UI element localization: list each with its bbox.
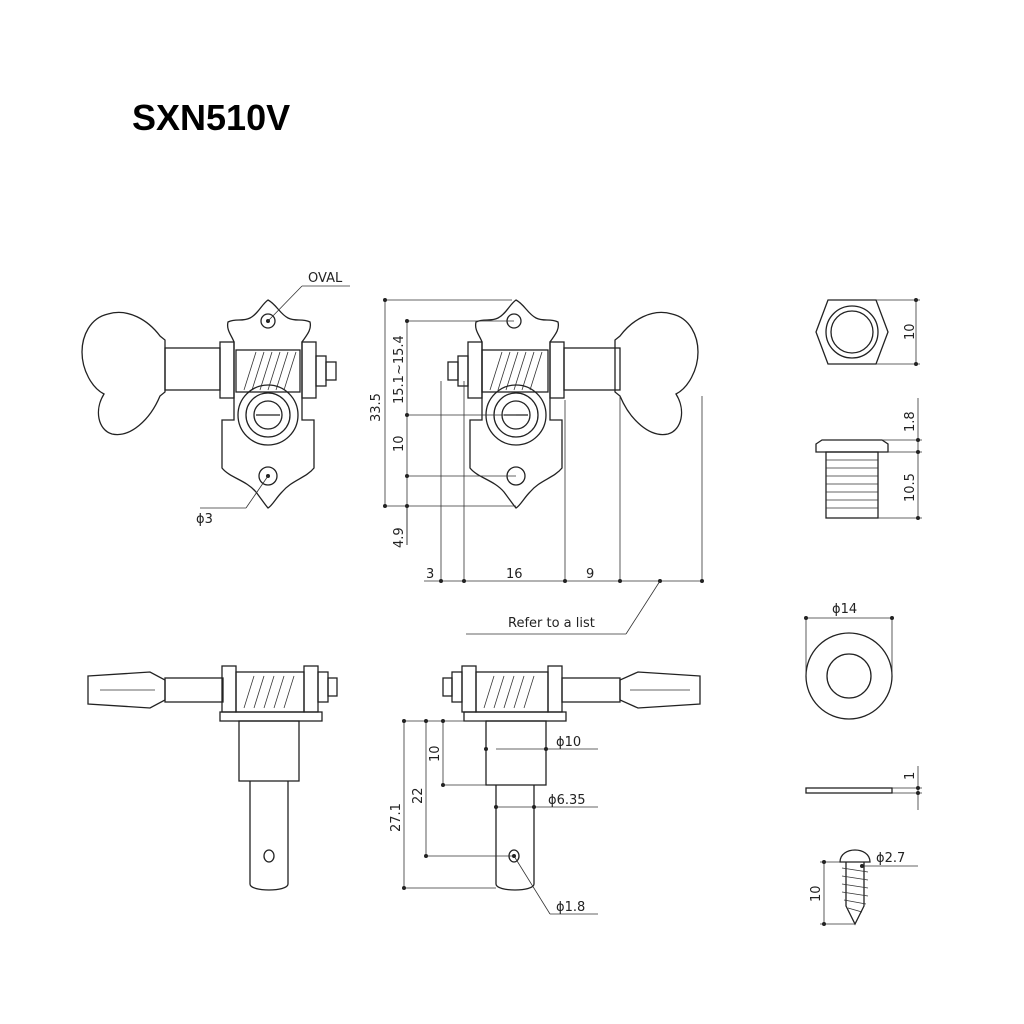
dim-screw-dia: ϕ2.7 [876, 851, 905, 866]
dim-w-left: 3 [426, 567, 434, 582]
dim-screw-len: 10 [809, 885, 824, 902]
tuner-front-view-left: ϕ3 OVAL [81, 271, 350, 527]
mounting-screw: ϕ2.7 10 [809, 849, 918, 926]
tuner-side-view-left [87, 665, 338, 891]
mount-hole [258, 466, 278, 486]
dim-bushing-thread: 10.5 [903, 473, 918, 502]
hex-bushing-top-view: 10 [815, 298, 920, 366]
dim-bottom-offset: 4.9 [392, 527, 407, 548]
tuner-front-view-right: 33.5 15.1~15.4 10 4.9 3 16 9 Refer to a … [369, 298, 704, 635]
dim-post-upper-len: 10 [428, 745, 443, 762]
dim-hole-spacing: 10 [392, 435, 407, 452]
dim-bushing-hex: 10 [903, 323, 918, 340]
hole-dia-label: ϕ3 [196, 512, 213, 527]
tuner-plate [221, 299, 315, 509]
dim-total-height: 33.5 [369, 393, 384, 422]
dim-string-hole-dia: ϕ1.8 [556, 900, 585, 915]
dim-washer-thick: 1 [903, 772, 918, 780]
dim-post-mid-len: 22 [411, 787, 426, 804]
dim-w-right: 9 [586, 567, 594, 582]
washer-top-view: ϕ14 [804, 602, 894, 720]
washer-side-view: 1 [805, 766, 922, 810]
hex-bushing-side-view: 1.8 10.5 [815, 398, 922, 520]
dim-post-offset: 15.1~15.4 [392, 335, 407, 404]
oval-label: OVAL [308, 271, 343, 286]
oval-hole [260, 313, 276, 329]
dim-w-mid: 16 [506, 567, 523, 582]
tuner-button [81, 311, 166, 436]
tuner-shaft [164, 347, 221, 391]
dim-post-dia-upper: ϕ10 [556, 735, 581, 750]
product-title: SXN510V [132, 97, 290, 138]
gear-wheel [237, 384, 299, 446]
dim-bushing-flange: 1.8 [903, 411, 918, 432]
dim-post-total-len: 27.1 [389, 803, 404, 832]
dim-washer-dia: ϕ14 [832, 602, 857, 617]
dim-post-dia-lower: ϕ6.35 [548, 793, 586, 808]
worm-gear [235, 349, 301, 393]
tuner-side-view-right: 27.1 22 10 ϕ10 ϕ6.35 ϕ1.8 [389, 665, 701, 915]
refer-label: Refer to a list [508, 616, 595, 631]
